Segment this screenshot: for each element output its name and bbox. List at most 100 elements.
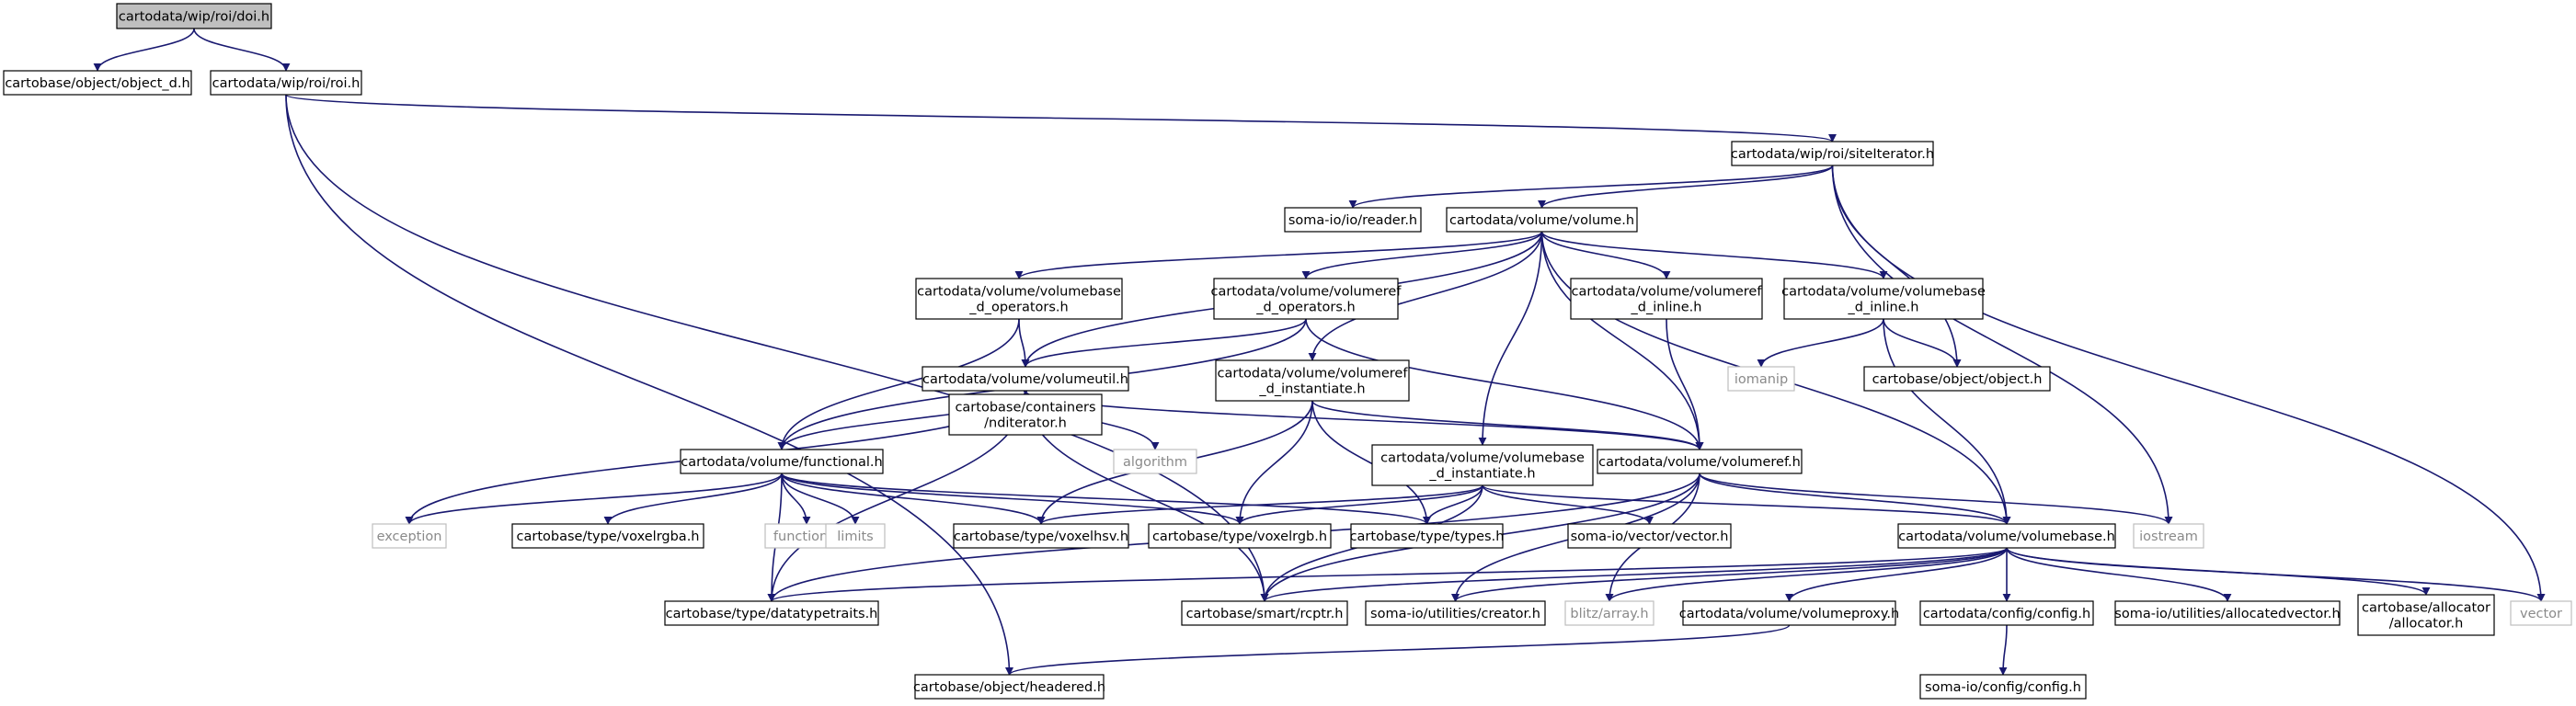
node-label-functional_h: cartodata/volume/functional.h [681,455,882,470]
node-box-vb_instantiate [1371,444,1594,486]
node-voxelrgb[interactable]: cartobase/type/voxelrgb.h [1148,523,1332,549]
node-box-limits [825,523,886,549]
node-datatypetraits[interactable]: cartobase/type/datatypetraits.h [664,600,879,626]
edge-roi-to-siteIterator [285,94,1837,142]
edge-layer [93,28,2546,676]
node-label-allocator: cartobase/allocator [2362,601,2490,616]
node-box-volumeref [1597,449,1803,474]
node-exception[interactable]: exception [372,523,447,549]
node-iostream[interactable]: iostream [2133,523,2204,549]
node-volumebase[interactable]: cartodata/volume/volumebase.h [1897,523,2116,549]
node-box-vector [2510,600,2572,626]
node-limits[interactable]: limits [825,523,886,549]
node-box-vb_inline [1783,278,1984,320]
node-label-voxelhsv: cartobase/type/voxelhsv.h [954,530,1128,544]
node-volumeproxy[interactable]: cartodata/volume/volumeproxy.h [1679,600,1899,626]
node-label-roi: cartodata/wip/roi/roi.h [212,76,361,91]
node-doi[interactable]: cartodata/wip/roi/doi.h [116,3,272,29]
node-box-volumebase [1897,523,2116,549]
edge-vb_inline-to-object [1883,318,1962,368]
node-label-allocatedvector: soma-io/utilities/allocatedvector.h [2114,607,2340,621]
node-siteIterator[interactable]: cartodata/wip/roi/siteIterator.h [1731,141,1934,166]
node-box-object [1863,366,2051,392]
node-config_cd[interactable]: cartodata/config/config.h [1919,600,2094,626]
edge-doi-to-object_d [93,28,195,72]
edge-volume-to-volumeref [1540,231,1704,450]
node-label-volumebase: cartodata/volume/volumebase.h [1898,530,2115,544]
node-label-types: cartobase/type/types.h [1350,530,1505,544]
node-vr_inline[interactable]: cartodata/volume/volumeref_d_inline.h [1570,278,1763,320]
node-vr_instantiate[interactable]: cartodata/volume/volumeref_d_instantiate… [1215,359,1410,402]
node-nditerator[interactable]: cartobase/containers/nditerator.h [948,393,1103,436]
node-box-allocatedvector [2114,600,2341,626]
node-vector[interactable]: vector [2510,600,2572,626]
node-allocator[interactable]: cartobase/allocator/allocator.h [2357,594,2495,636]
node-object[interactable]: cartobase/object/object.h [1863,366,2051,392]
node-box-rcptr [1181,600,1348,626]
edge-volumebase-to-volumeproxy [1785,547,2008,602]
node-vr_operators[interactable]: cartodata/volume/volumeref_d_operators.h [1211,278,1402,320]
edge-volume-to-vb_inline [1540,231,1888,279]
node-label-object: cartobase/object/object.h [1872,372,2043,387]
edge-roi-to-headered [285,94,1013,676]
node-label-vb_inline: _d_inline.h [1848,301,1919,315]
node-label-siteIterator: cartodata/wip/roi/siteIterator.h [1731,147,1934,162]
edge-volumebase-to-vector [2006,547,2546,602]
node-label-creator: soma-io/utilities/creator.h [1370,607,1540,621]
node-label-vr_instantiate: _d_instantiate.h [1258,382,1365,397]
node-box-headered [914,674,1105,700]
edge-volume-to-vr_inline [1540,231,1671,279]
node-creator[interactable]: soma-io/utilities/creator.h [1365,600,1546,626]
node-label-volume: cartodata/volume/volume.h [1449,213,1634,228]
node-box-blitz [1564,600,1654,626]
node-blitz[interactable]: blitz/array.h [1564,600,1654,626]
edge-vb_operators-to-volumeutil [1018,318,1030,368]
node-vb_inline[interactable]: cartodata/volume/volumebase_d_inline.h [1781,278,1986,320]
node-voxelhsv[interactable]: cartobase/type/voxelhsv.h [953,523,1129,549]
node-label-allocator: /allocator.h [2389,617,2464,632]
node-object_d[interactable]: cartobase/object/object_d.h [3,70,192,96]
node-label-doi: cartodata/wip/roi/doi.h [119,10,269,25]
node-allocatedvector[interactable]: soma-io/utilities/allocatedvector.h [2114,600,2341,626]
node-box-exception [372,523,447,549]
node-rcptr[interactable]: cartobase/smart/rcptr.h [1181,600,1348,626]
edge-volumebase-to-allocatedvector [2006,547,2232,602]
node-box-algorithm [1113,449,1197,474]
node-box-functional_h [680,449,884,474]
node-box-creator [1365,600,1546,626]
edge-vb_operators-to-functional_h [777,318,1020,450]
node-label-vb_inline: cartodata/volume/volumebase [1781,285,1986,300]
node-label-config_soma: soma-io/config/config.h [1925,680,2081,695]
node-roi[interactable]: cartodata/wip/roi/roi.h [210,70,362,96]
edge-siteIterator-to-vector [1831,165,2546,602]
node-vector_h[interactable]: soma-io/vector/vector.h [1567,523,1732,549]
node-algorithm[interactable]: algorithm [1113,449,1197,474]
edge-functional_h-to-limits [781,473,860,525]
edge-vr_inline-to-volumeref [1666,318,1704,450]
node-box-object_d [3,70,192,96]
node-voxelrgba[interactable]: cartobase/type/voxelrgba.h [511,523,704,549]
node-volumeutil[interactable]: cartodata/volume/volumeutil.h [922,366,1129,392]
edge-vr_operators-to-volumeutil [1021,318,1307,368]
node-volumeref[interactable]: cartodata/volume/volumeref.h [1597,449,1803,474]
node-volume[interactable]: cartodata/volume/volume.h [1446,207,1638,233]
edge-functional_h-to-functional [781,473,811,525]
edge-volumebase-to-creator [1451,547,2008,602]
node-box-nditerator [948,393,1103,436]
node-functional_h[interactable]: cartodata/volume/functional.h [680,449,884,474]
node-vb_instantiate[interactable]: cartodata/volume/volumebase_d_instantiat… [1371,444,1594,486]
node-box-config_cd [1919,600,2094,626]
node-vb_operators[interactable]: cartodata/volume/volumebase_d_operators.… [915,278,1123,320]
node-iomanip[interactable]: iomanip [1727,366,1795,392]
node-box-volumeproxy [1682,600,1896,626]
node-reader[interactable]: soma-io/io/reader.h [1284,207,1422,233]
node-types[interactable]: cartobase/type/types.h [1350,523,1505,549]
node-label-vector: vector [2520,607,2562,621]
node-label-vr_instantiate: cartodata/volume/volumeref [1218,367,1409,381]
edge-functional_h-to-types [781,473,1431,525]
edge-vr_instantiate-to-types [1311,400,1431,525]
node-box-doi [116,3,272,29]
node-config_soma[interactable]: soma-io/config/config.h [1919,674,2087,700]
node-label-functional: functional [773,530,840,544]
node-headered[interactable]: cartobase/object/headered.h [913,674,1105,700]
